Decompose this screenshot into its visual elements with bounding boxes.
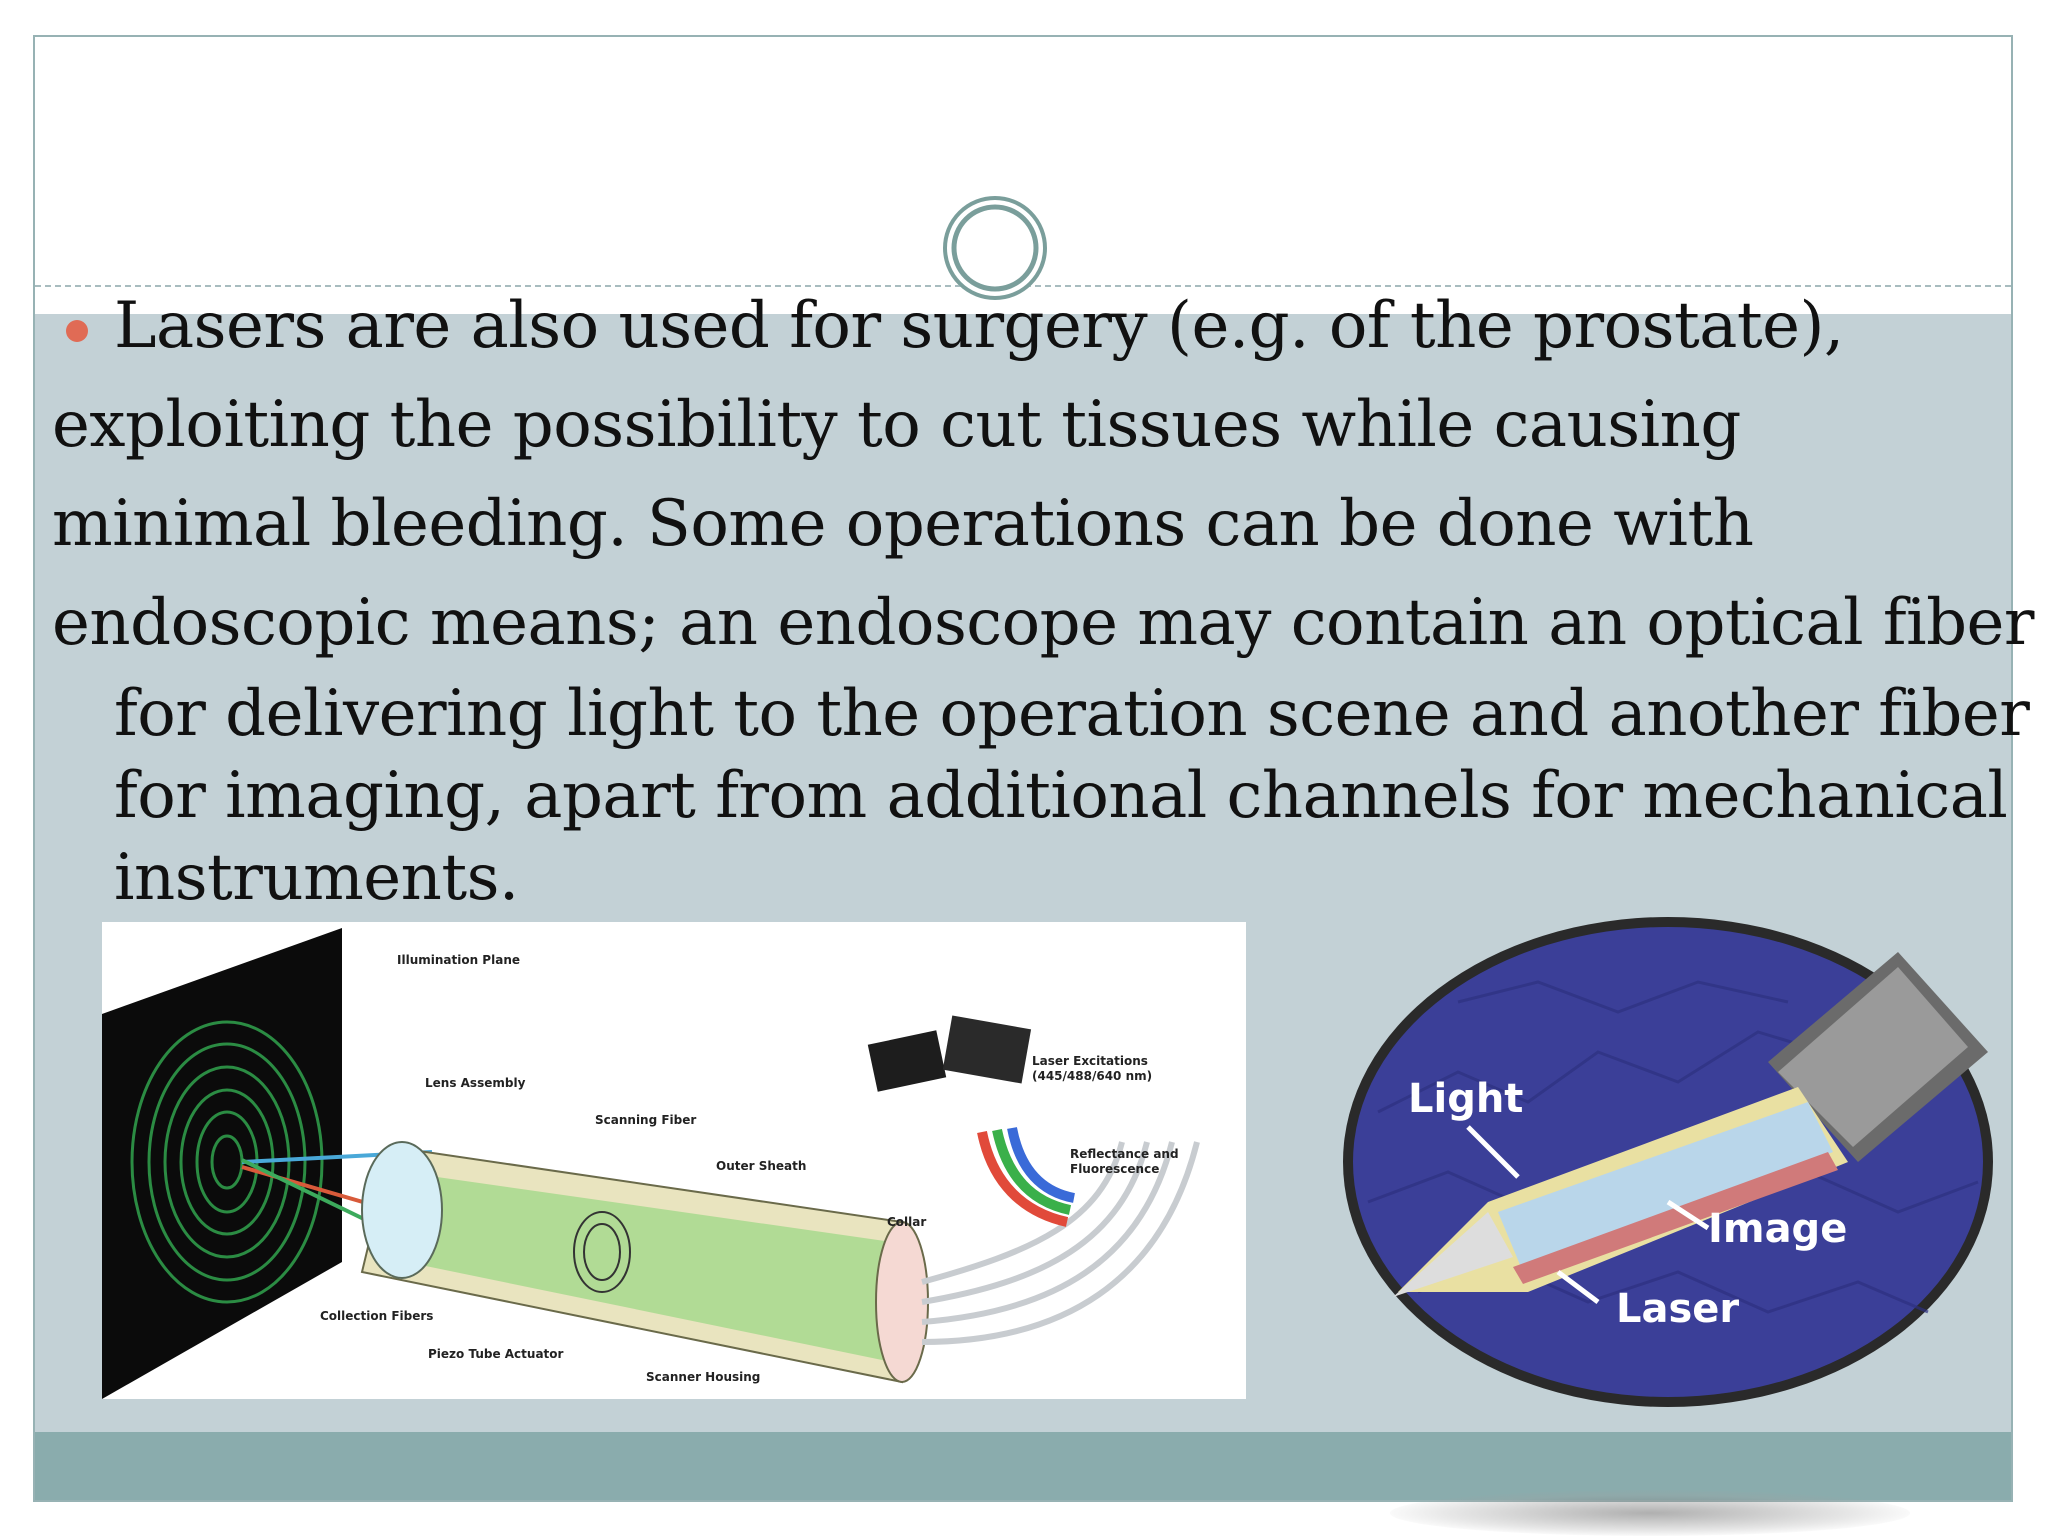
photo-label-light: Light [1408,1076,1523,1122]
photo-label-laser: Laser [1616,1286,1739,1332]
body-line-indented: instruments. [114,841,519,915]
label-laser-excitations: Laser Excitations [1032,1054,1148,1068]
label-scanning-fiber: Scanning Fiber [595,1113,696,1127]
label-piezo-tube: Piezo Tube Actuator [428,1347,564,1361]
slide-body-text: Lasers are also used for surgery (e.g. o… [52,277,2035,919]
bullet-dot-icon [66,320,88,342]
decorative-shadow [1390,1490,1910,1536]
body-line: exploiting the possibility to cut tissue… [52,388,1741,462]
label-laser-wavelengths: (445/488/640 nm) [1032,1069,1152,1083]
label-lens-assembly: Lens Assembly [425,1076,526,1090]
label-collection-fibers: Collection Fibers [320,1309,433,1323]
label-scanner-housing: Scanner Housing [646,1370,760,1384]
photo-label-image: Image [1708,1206,1847,1252]
laser-box-icon [867,1030,947,1092]
bullet-paragraph-first-line: Lasers are also used for surgery (e.g. o… [52,277,1952,376]
laser-box-icon [942,1015,1032,1084]
label-collar: Collar [887,1215,926,1229]
label-illumination-plane: Illumination Plane [397,953,520,967]
endoscope-tip-photo: Light Image Laser [1338,912,1998,1412]
label-reflectance: Reflectance and [1070,1147,1179,1161]
body-line: minimal bleeding. Some operations can be… [52,487,1754,561]
body-line-indented: for delivering light to the operation sc… [114,677,2030,751]
label-outer-sheath: Outer Sheath [716,1159,806,1173]
circle-ornament-icon [943,196,1047,300]
endoscope-diagram: Illumination Plane Lens Assembly Scannin… [102,922,1246,1399]
body-line-indented: for imaging, apart from additional chann… [114,759,2008,833]
footer-band [35,1432,2011,1500]
label-fluorescence: Fluorescence [1070,1162,1159,1176]
body-line: endoscopic means; an endoscope may conta… [52,586,2035,660]
bullet-text: Lasers are also used for surgery (e.g. o… [114,289,1844,363]
